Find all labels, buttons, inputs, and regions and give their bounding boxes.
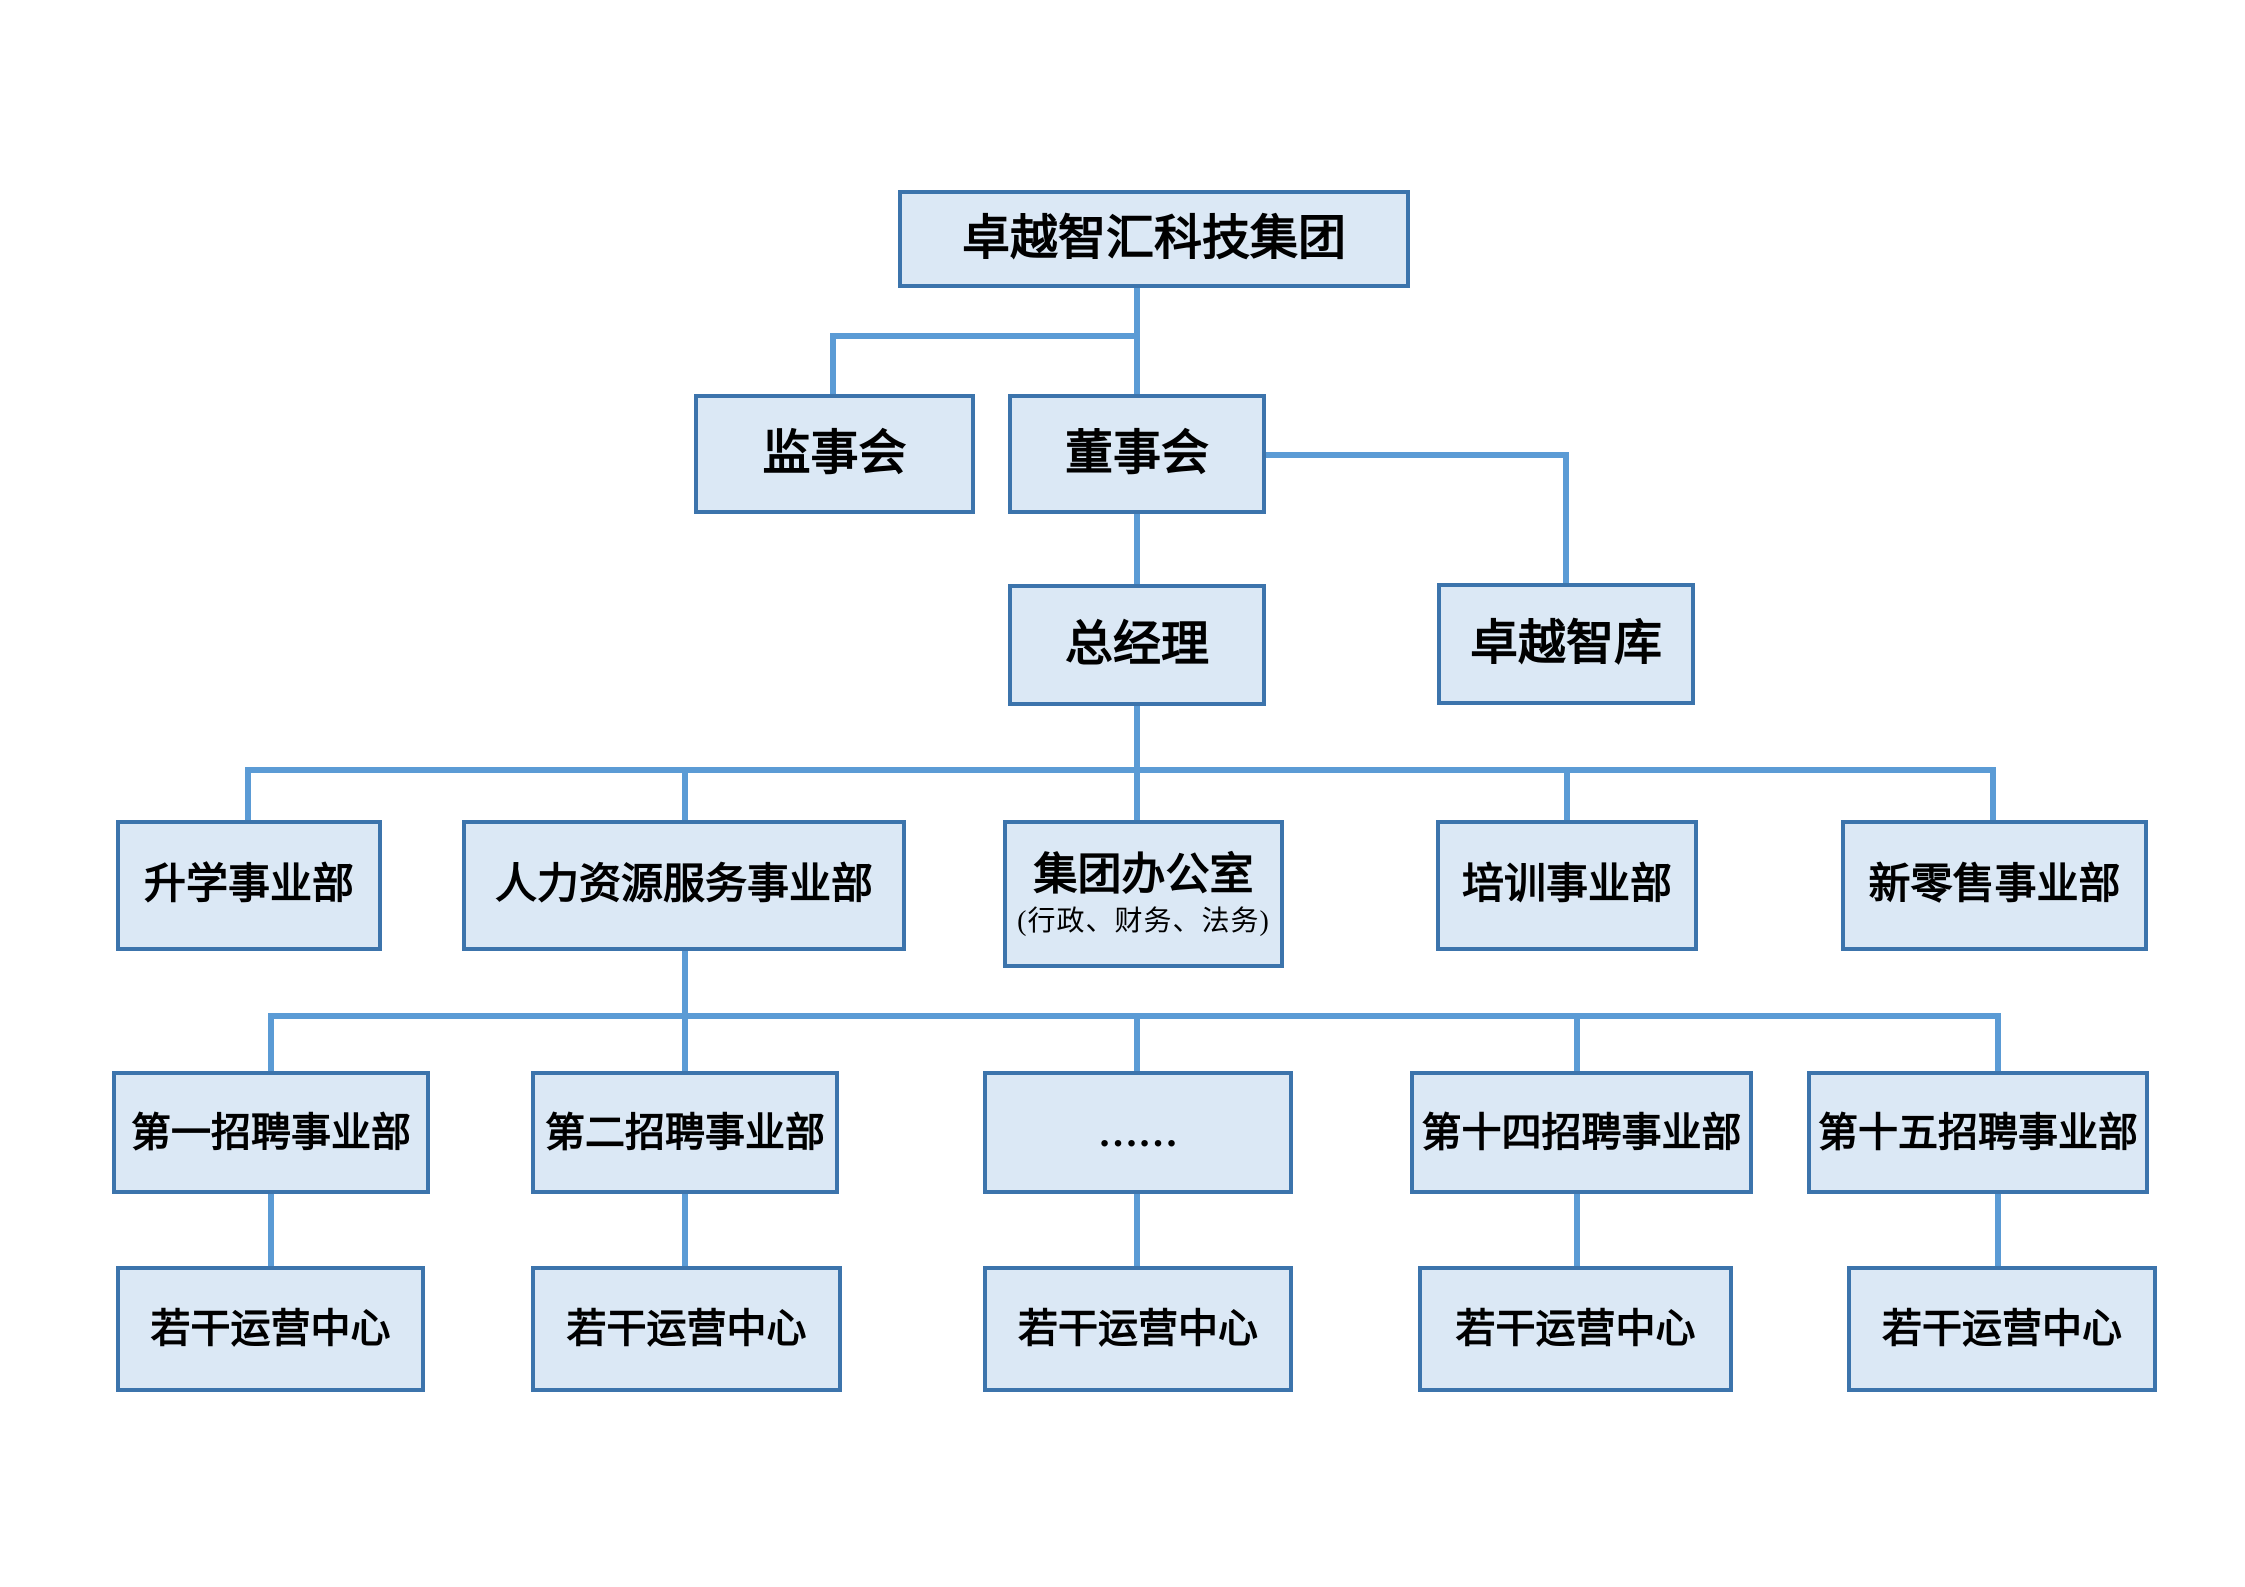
- connector-to-recruitment-15: [1995, 1013, 2001, 1075]
- node-board-of-directors-label: 董事会: [1064, 427, 1209, 481]
- connector-board-to-think-tank-v: [1563, 452, 1569, 587]
- node-recruitment-division-14-label: 第十四招聘事业部: [1421, 1109, 1742, 1155]
- node-new-retail-division: 新零售事业部: [1841, 820, 2148, 951]
- node-operations-center-2-label: 若干运营中心: [566, 1306, 807, 1351]
- node-group-label: 卓越智汇科技集团: [961, 212, 1346, 266]
- connector-rec14-to-ops4: [1574, 1190, 1580, 1270]
- node-group-office-label: 集团办公室: [1033, 849, 1254, 899]
- connector-to-admissions: [245, 767, 251, 824]
- node-operations-center-2: 若干运营中心: [531, 1266, 842, 1392]
- connector-group-elbow: [830, 333, 1140, 339]
- connector-general-manager-down: [1134, 702, 1140, 824]
- connector-to-supervisory-board: [830, 333, 836, 398]
- connector-recmore-to-ops3: [1134, 1190, 1140, 1270]
- node-operations-center-1: 若干运营中心: [116, 1266, 425, 1392]
- node-general-manager: 总经理: [1008, 584, 1266, 706]
- node-operations-center-4: 若干运营中心: [1418, 1266, 1733, 1392]
- node-recruitment-division-more-label: ……: [1098, 1109, 1178, 1155]
- connector-board-to-general-manager: [1134, 510, 1140, 588]
- connector-to-hr-service: [682, 767, 688, 824]
- node-operations-center-5: 若干运营中心: [1847, 1266, 2157, 1392]
- node-new-retail-division-label: 新零售事业部: [1868, 862, 2121, 909]
- node-hr-service-division-label: 人力资源服务事业部: [494, 862, 873, 909]
- connector-to-new-retail: [1990, 767, 1996, 824]
- connector-group-down: [1134, 286, 1140, 398]
- node-recruitment-division-14: 第十四招聘事业部: [1410, 1071, 1753, 1194]
- node-recruitment-division-2-label: 第二招聘事业部: [545, 1109, 825, 1155]
- node-group-office-sublabel: (行政、财务、法务): [1017, 906, 1270, 938]
- node-supervisory-board-label: 监事会: [762, 427, 907, 481]
- node-recruitment-division-15: 第十五招聘事业部: [1807, 1071, 2149, 1194]
- connector-rec15-to-ops5: [1995, 1190, 2001, 1270]
- connector-to-recruitment-14: [1574, 1013, 1580, 1075]
- connector-to-recruitment-1: [268, 1013, 274, 1075]
- node-think-tank: 卓越智库: [1437, 583, 1695, 705]
- connector-rec1-to-ops1: [268, 1190, 274, 1270]
- connector-level4-rail: [245, 767, 1996, 773]
- connector-hr-down: [682, 947, 688, 1075]
- node-recruitment-division-1-label: 第一招聘事业部: [131, 1109, 411, 1155]
- node-group-office: 集团办公室 (行政、财务、法务): [1003, 820, 1284, 968]
- node-recruitment-division-more: ……: [983, 1071, 1293, 1194]
- node-group: 卓越智汇科技集团: [898, 190, 1410, 288]
- node-operations-center-3-label: 若干运营中心: [1018, 1306, 1258, 1351]
- node-operations-center-3: 若干运营中心: [983, 1266, 1293, 1392]
- connector-board-to-think-tank-h: [1262, 452, 1569, 458]
- node-recruitment-division-15-label: 第十五招聘事业部: [1818, 1109, 2138, 1155]
- node-recruitment-division-1: 第一招聘事业部: [112, 1071, 430, 1194]
- node-operations-center-5-label: 若干运营中心: [1882, 1306, 2122, 1351]
- node-supervisory-board: 监事会: [694, 394, 975, 514]
- node-board-of-directors: 董事会: [1008, 394, 1266, 514]
- node-training-division-label: 培训事业部: [1461, 862, 1672, 909]
- node-admissions-division-label: 升学事业部: [143, 862, 354, 909]
- node-training-division: 培训事业部: [1436, 820, 1698, 951]
- node-operations-center-1-label: 若干运营中心: [150, 1306, 391, 1351]
- connector-to-recruitment-more: [1134, 1013, 1140, 1075]
- node-recruitment-division-2: 第二招聘事业部: [531, 1071, 839, 1194]
- node-hr-service-division: 人力资源服务事业部: [462, 820, 906, 951]
- node-think-tank-label: 卓越智库: [1469, 617, 1662, 671]
- connector-rec2-to-ops2: [682, 1190, 688, 1270]
- connector-to-training: [1564, 767, 1570, 824]
- node-admissions-division: 升学事业部: [116, 820, 382, 951]
- node-operations-center-4-label: 若干运营中心: [1455, 1306, 1696, 1351]
- node-general-manager-label: 总经理: [1064, 618, 1209, 672]
